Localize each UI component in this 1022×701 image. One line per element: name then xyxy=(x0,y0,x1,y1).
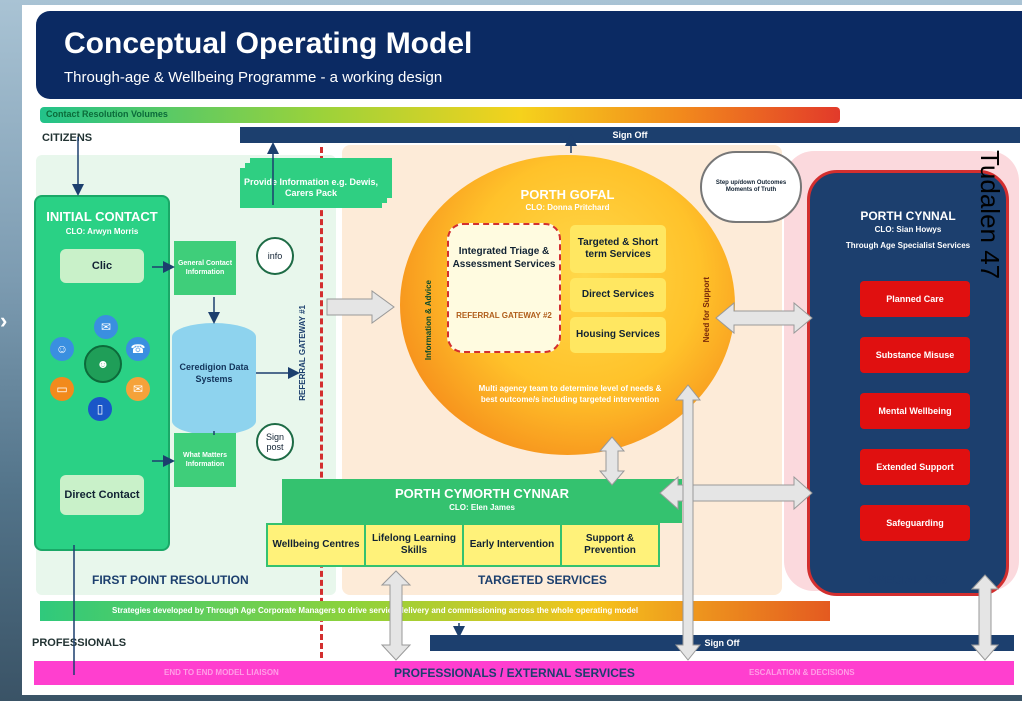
title-banner: Conceptual Operating Model Through-age &… xyxy=(36,11,1022,99)
triage-label: Integrated Triage & Assessment Services xyxy=(452,246,556,270)
data-systems-label: Ceredigion Data Systems xyxy=(179,362,249,384)
sign-off-top: Sign Off xyxy=(240,127,1020,143)
initial-contact-clo: CLO: Arwyn Morris xyxy=(65,227,139,236)
targeted-services-box: Targeted & Short term Services xyxy=(570,225,666,273)
specialist-service: Mental Wellbeing xyxy=(860,393,970,429)
porth-cynnal-subtitle: Through Age Specialist Services xyxy=(845,241,971,250)
page-marker: Tudalen 47 xyxy=(975,150,1005,280)
professionals-label: PROFESSIONALS xyxy=(32,637,127,649)
clic-box: Clic xyxy=(60,249,144,283)
connector-arrows xyxy=(72,134,1000,675)
porth-gofal-clo: CLO: Donna Pritchard xyxy=(525,203,610,212)
escalation-label: ESCALATION & DECISIONS xyxy=(749,668,855,677)
strategy-text: Strategies developed by Through Age Corp… xyxy=(112,606,639,615)
letter-icon: ✉ xyxy=(126,377,150,401)
what-matters-info-doc: What Matters Information xyxy=(174,433,236,487)
porth-cynnal-panel: PORTH CYNNAL CLO: Sian Howys Through Age… xyxy=(807,170,1009,596)
porth-cynnal-title: PORTH CYNNAL xyxy=(860,209,956,223)
first-point-label: FIRST POINT RESOLUTION xyxy=(92,573,249,587)
porth-cymorth-panel: PORTH CYMORTH CYNNAR CLO: Elen James xyxy=(282,479,682,523)
contact-resolution-bar: Contact Resolution Volumes xyxy=(40,107,840,123)
data-systems-cylinder: Ceredigion Data Systems xyxy=(172,323,256,435)
specialist-service: Substance Misuse xyxy=(860,337,970,373)
cymorth-box: Support & Prevention xyxy=(560,523,660,567)
slide: Conceptual Operating Model Through-age &… xyxy=(22,5,1022,695)
step-up-down-cloud: Step up/down Outcomes Moments of Truth xyxy=(700,151,802,223)
chevron-right-icon[interactable]: › xyxy=(0,308,8,333)
targeted-services-label: TARGETED SERVICES xyxy=(478,573,607,587)
provide-information-box: Provide Information e.g. Dewis, Carers P… xyxy=(240,168,382,208)
professionals-external-label: PROFESSIONALS / EXTERNAL SERVICES xyxy=(394,666,635,680)
contact-resolution-label: Contact Resolution Volumes xyxy=(46,109,168,119)
citizens-label: CITIZENS xyxy=(42,132,93,144)
strategy-bar: Strategies developed by Through Age Corp… xyxy=(40,601,830,621)
direct-services-box: Direct Services xyxy=(570,278,666,312)
mobile-icon: ▯ xyxy=(88,397,112,421)
triage-box: Integrated Triage & Assessment Services … xyxy=(447,223,561,353)
chat-icon: ☺ xyxy=(50,337,74,361)
sign-post-bubble: Sign post xyxy=(256,423,294,461)
porth-cynnal-clo: CLO: Sian Howys xyxy=(874,225,942,234)
porth-gofal-title: PORTH GOFAL xyxy=(520,187,615,202)
referral-gateway-2-label: REFERRAL GATEWAY #2 xyxy=(456,311,552,320)
initial-contact-panel: INITIAL CONTACT CLO: Arwyn Morris Clic ✉… xyxy=(34,195,170,551)
general-contact-info-doc: General Contact Information xyxy=(174,241,236,295)
specialists-label: SPECIALISTS xyxy=(868,573,948,587)
porth-gofal-footer: Multi agency team to determine level of … xyxy=(478,384,662,404)
info-bubble: info xyxy=(256,237,294,275)
phone-icon: ☎ xyxy=(126,337,150,361)
specialist-service: Safeguarding xyxy=(860,505,970,541)
slide-subtitle: Through-age & Wellbeing Programme - a wo… xyxy=(64,69,443,86)
email-icon: ✉ xyxy=(94,315,118,339)
initial-contact-title: INITIAL CONTACT xyxy=(46,209,158,224)
slide-title: Conceptual Operating Model xyxy=(64,27,473,60)
housing-services-box: Housing Services xyxy=(570,317,666,353)
sign-off-bottom: Sign Off xyxy=(430,635,1014,651)
referral-gateway-line xyxy=(320,147,323,667)
direct-contact-box: Direct Contact xyxy=(60,475,144,515)
specialist-service: Extended Support xyxy=(860,449,970,485)
end-to-end-label: END TO END MODEL LIAISON xyxy=(164,668,279,677)
message-icon: ▭ xyxy=(50,377,74,401)
person-icon: ☻ xyxy=(84,345,122,383)
porth-cymorth-clo: CLO: Elen James xyxy=(449,503,515,512)
specialist-service: Planned Care xyxy=(860,281,970,317)
professionals-external-bar: END TO END MODEL LIAISON PROFESSIONALS /… xyxy=(34,661,1014,685)
porth-cymorth-title: PORTH CYMORTH CYNNAR xyxy=(394,486,570,501)
cymorth-box: Early Intervention xyxy=(462,523,562,567)
